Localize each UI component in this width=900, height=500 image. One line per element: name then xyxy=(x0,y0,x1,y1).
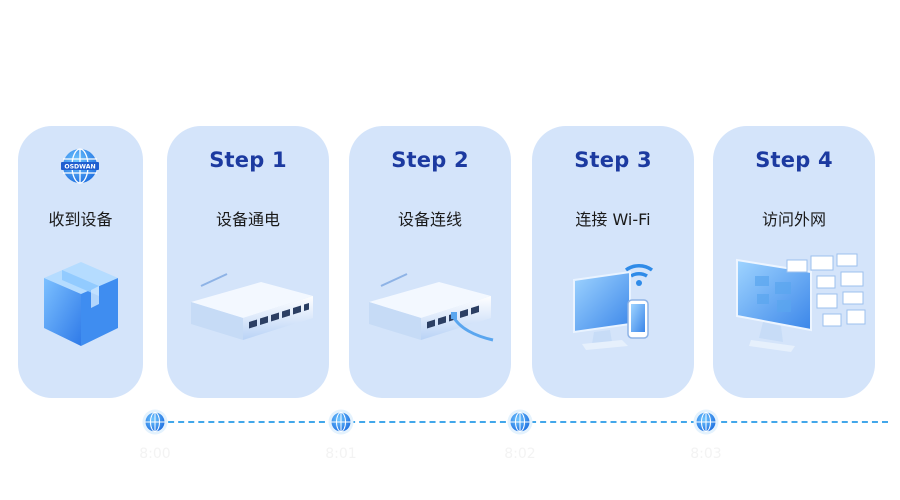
timeline-tick: 8:02 xyxy=(504,446,536,462)
step-title: Step 2 xyxy=(391,148,469,172)
osdwan-logo-text: OSDWAN xyxy=(64,164,95,171)
monitor-phone-wifi-icon xyxy=(573,264,654,350)
globe-icon xyxy=(328,409,354,435)
timeline-tick: 8:03 xyxy=(690,446,722,462)
card-label: 设备连线 xyxy=(397,210,462,229)
card-step-1: Step 1 设备通电 xyxy=(167,126,329,398)
box-icon xyxy=(44,262,118,346)
card-step-4: Step 4 访问外网 xyxy=(713,126,875,398)
globe-icon xyxy=(142,409,168,435)
globe-icon xyxy=(507,409,533,435)
switch-icon xyxy=(191,273,313,340)
osdwan-logo-icon: OSDWAN xyxy=(61,148,99,184)
monitor-web-pages-icon xyxy=(736,253,866,352)
card-label: 连接 Wi-Fi xyxy=(575,210,651,229)
card-receive-device: OSDWAN 收到设备 xyxy=(18,126,143,398)
step-title: Step 1 xyxy=(209,148,287,172)
card-label: 设备通电 xyxy=(215,210,280,229)
timeline-tick: 8:01 xyxy=(325,446,357,462)
timeline-tick: 8:00 xyxy=(139,446,171,462)
card-step-3: Step 3 连接 Wi-Fi xyxy=(532,126,694,398)
globe-icon xyxy=(693,409,719,435)
switch-cable-icon xyxy=(369,273,494,342)
card-label: 收到设备 xyxy=(48,210,113,229)
card-step-2: Step 2 设备连线 xyxy=(349,126,511,398)
step-title: Step 4 xyxy=(755,148,833,172)
step-title: Step 3 xyxy=(574,148,652,172)
card-label: 访问外网 xyxy=(761,210,826,229)
